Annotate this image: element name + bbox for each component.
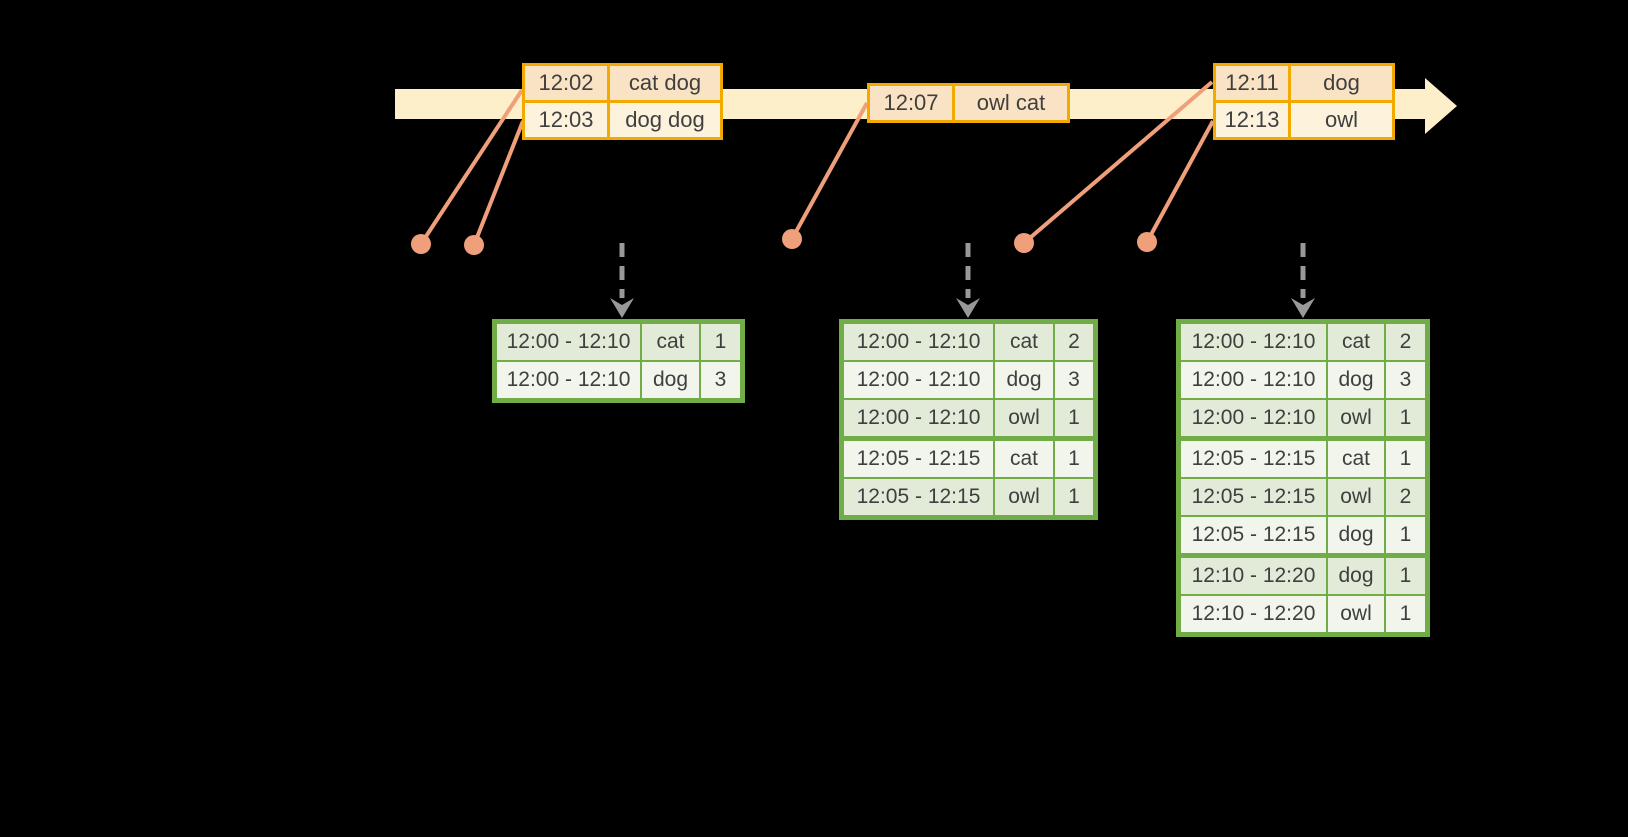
connector-line xyxy=(472,120,525,246)
count-cell: 1 xyxy=(1386,400,1425,436)
event-table-3: 12:11 dog 12:13 owl xyxy=(1213,63,1395,140)
window-cell: 12:00 - 12:10 xyxy=(844,362,993,398)
table-row: 12:02 cat dog xyxy=(525,66,720,100)
table-row: 12:05 - 12:15 owl 2 xyxy=(1181,479,1425,515)
table-row: 12:05 - 12:15 owl 1 xyxy=(844,479,1093,515)
window-cell: 12:05 - 12:15 xyxy=(1181,441,1326,477)
timeline-arrowhead-icon xyxy=(1425,78,1457,134)
event-words-cell: cat dog xyxy=(610,66,720,100)
window-cell: 12:00 - 12:10 xyxy=(1181,362,1326,398)
event-dot xyxy=(1014,233,1034,253)
count-cell: 3 xyxy=(701,362,740,398)
count-cell: 1 xyxy=(1386,517,1425,553)
window-cell: 12:05 - 12:15 xyxy=(1181,479,1326,515)
table-row: 12:03 dog dog xyxy=(525,103,720,137)
word-cell: cat xyxy=(1328,441,1384,477)
event-words-cell: dog dog xyxy=(610,103,720,137)
event-words-cell: owl cat xyxy=(955,86,1067,120)
count-cell: 2 xyxy=(1386,479,1425,515)
window-cell: 12:05 - 12:15 xyxy=(1181,517,1326,553)
event-time-cell: 12:03 xyxy=(525,103,607,137)
window-cell: 12:00 - 12:10 xyxy=(1181,400,1326,436)
connector-line xyxy=(419,88,524,246)
down-arrowhead-icon xyxy=(610,298,634,318)
word-cell: owl xyxy=(1328,596,1384,632)
down-arrowhead-icon xyxy=(1291,298,1315,318)
count-cell: 1 xyxy=(1055,441,1093,477)
table-row: 12:13 owl xyxy=(1216,103,1392,137)
connector-line xyxy=(790,102,869,240)
count-cell: 2 xyxy=(1055,324,1093,360)
result-table-3: 12:00 - 12:10 cat 2 12:00 - 12:10 dog 3 … xyxy=(1176,319,1430,637)
word-cell: cat xyxy=(1328,324,1384,360)
down-arrowhead-icon xyxy=(956,298,980,318)
event-time-cell: 12:02 xyxy=(525,66,607,100)
table-row: 12:00 - 12:10 dog 3 xyxy=(1181,362,1425,398)
window-cell: 12:00 - 12:10 xyxy=(844,324,993,360)
count-cell: 1 xyxy=(1386,596,1425,632)
event-time-cell: 12:11 xyxy=(1216,66,1288,100)
word-cell: dog xyxy=(1328,517,1384,553)
count-cell: 1 xyxy=(1055,479,1093,515)
count-cell: 1 xyxy=(1055,400,1093,436)
window-cell: 12:10 - 12:20 xyxy=(1181,596,1326,632)
event-dot xyxy=(782,229,802,249)
event-time-cell: 12:07 xyxy=(870,86,952,120)
table-row: 12:05 - 12:15 cat 1 xyxy=(844,441,1093,477)
table-row: 12:00 - 12:10 owl 1 xyxy=(1181,400,1425,436)
table-row: 12:00 - 12:10 dog 3 xyxy=(844,362,1093,398)
count-cell: 1 xyxy=(1386,441,1425,477)
table-row: 12:00 - 12:10 owl 1 xyxy=(844,400,1093,436)
table-row: 12:00 - 12:10 cat 2 xyxy=(1181,324,1425,360)
table-row: 12:05 - 12:15 dog 1 xyxy=(1181,517,1425,553)
window-cell: 12:10 - 12:20 xyxy=(1181,558,1326,594)
table-row: 12:11 dog xyxy=(1216,66,1392,100)
window-cell: 12:00 - 12:10 xyxy=(497,362,640,398)
count-cell: 2 xyxy=(1386,324,1425,360)
word-cell: cat xyxy=(642,324,699,360)
event-words-cell: dog xyxy=(1291,66,1392,100)
event-dot xyxy=(411,234,431,254)
table-row: 12:00 - 12:10 cat 1 xyxy=(497,324,740,360)
result-table-2: 12:00 - 12:10 cat 2 12:00 - 12:10 dog 3 … xyxy=(839,319,1098,520)
word-cell: owl xyxy=(995,400,1053,436)
word-cell: cat xyxy=(995,324,1053,360)
event-time-cell: 12:13 xyxy=(1216,103,1288,137)
window-cell: 12:00 - 12:10 xyxy=(497,324,640,360)
window-cell: 12:05 - 12:15 xyxy=(844,479,993,515)
word-cell: owl xyxy=(1328,479,1384,515)
word-cell: dog xyxy=(1328,558,1384,594)
table-row: 12:10 - 12:20 dog 1 xyxy=(1181,558,1425,594)
event-dot xyxy=(464,235,484,255)
table-row: 12:00 - 12:10 cat 2 xyxy=(844,324,1093,360)
word-cell: owl xyxy=(995,479,1053,515)
window-cell: 12:00 - 12:10 xyxy=(1181,324,1326,360)
word-cell: dog xyxy=(995,362,1053,398)
table-row: 12:10 - 12:20 owl 1 xyxy=(1181,596,1425,632)
result-table-1: 12:00 - 12:10 cat 1 12:00 - 12:10 dog 3 xyxy=(492,319,745,403)
count-cell: 1 xyxy=(701,324,740,360)
event-table-1: 12:02 cat dog 12:03 dog dog xyxy=(522,63,723,140)
event-dot xyxy=(1137,232,1157,252)
table-row: 12:07 owl cat xyxy=(870,86,1067,120)
word-cell: owl xyxy=(1328,400,1384,436)
word-cell: dog xyxy=(1328,362,1384,398)
count-cell: 1 xyxy=(1386,558,1425,594)
table-row: 12:05 - 12:15 cat 1 xyxy=(1181,441,1425,477)
word-cell: dog xyxy=(642,362,699,398)
table-row: 12:00 - 12:10 dog 3 xyxy=(497,362,740,398)
event-words-cell: owl xyxy=(1291,103,1392,137)
word-cell: cat xyxy=(995,441,1053,477)
window-cell: 12:00 - 12:10 xyxy=(844,400,993,436)
count-cell: 3 xyxy=(1055,362,1093,398)
connector-line xyxy=(1145,120,1215,243)
window-cell: 12:05 - 12:15 xyxy=(844,441,993,477)
connector-line xyxy=(1022,80,1214,245)
count-cell: 3 xyxy=(1386,362,1425,398)
event-table-2: 12:07 owl cat xyxy=(867,83,1070,123)
